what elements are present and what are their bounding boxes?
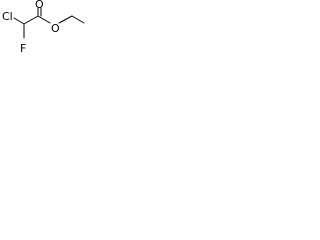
chlorine-label: Cl (2, 10, 13, 23)
bond-c-o-single (37, 15, 51, 24)
fluorine-label: F (20, 42, 26, 55)
bond-c-c-ethyl (71, 15, 85, 24)
bond-c-c (23, 15, 39, 25)
bond-cl-c (13, 17, 25, 25)
ester-oxygen-label: O (51, 22, 60, 35)
structure-svg: Cl F O O (2, 0, 85, 55)
chemical-structure: Cl F O O (0, 0, 94, 58)
bond-o-c (58, 15, 73, 24)
carbonyl-oxygen-label: O (35, 0, 44, 11)
